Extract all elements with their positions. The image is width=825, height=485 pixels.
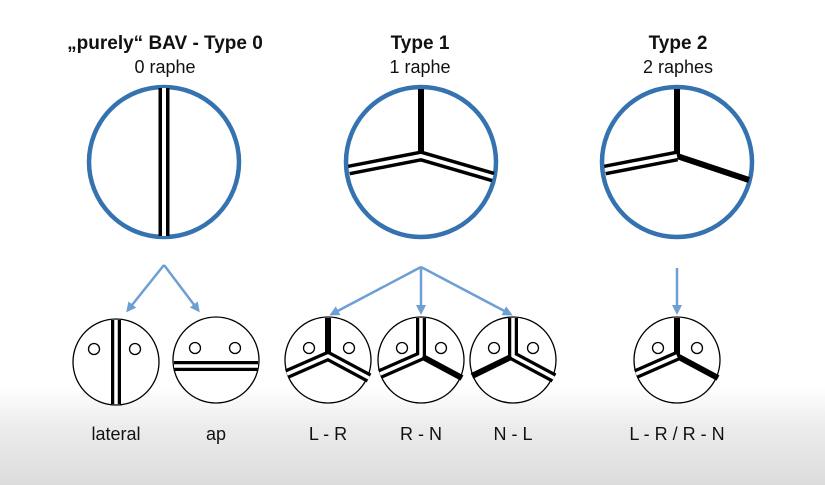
label-r-n: R - N xyxy=(400,424,442,444)
arrow-to-ap xyxy=(163,264,200,313)
raphe-line xyxy=(419,353,464,381)
type0-subtitle: 0 raphe xyxy=(134,57,196,77)
label-n-l: N - L xyxy=(493,424,533,444)
raphe-line xyxy=(676,153,750,183)
coronary-ostium xyxy=(690,341,704,355)
coronary-ostium xyxy=(128,342,142,356)
type0-valve xyxy=(86,84,242,240)
valve-l-r-r-n xyxy=(633,316,721,404)
valve-r-n xyxy=(377,316,465,404)
valve-ap xyxy=(172,316,260,404)
type0-title: „purely“ BAV - Type 0 xyxy=(67,33,263,54)
type0-arrows xyxy=(126,264,200,313)
type1-valve xyxy=(343,84,499,240)
label-lateral: lateral xyxy=(91,424,141,444)
type2-heading: Type 2 2 raphes xyxy=(588,33,768,79)
coronary-ostium xyxy=(302,341,316,355)
coronary-ostium xyxy=(434,341,448,355)
label-l-r-r-n: L - R / R - N xyxy=(629,424,725,444)
coronary-ostium xyxy=(526,341,540,355)
coronary-ostium xyxy=(395,341,409,355)
arrow-to-nl xyxy=(420,265,513,316)
label-l-r: L - R xyxy=(308,424,348,444)
coronary-ostium xyxy=(651,341,665,355)
type2-subtitle: 2 raphes xyxy=(642,57,714,77)
coronary-ostium xyxy=(188,341,202,355)
coronary-ostium xyxy=(342,341,356,355)
raphe-line xyxy=(470,353,515,379)
valve-lateral xyxy=(72,318,160,406)
type2-title: Type 2 xyxy=(648,33,708,54)
type0-heading: „purely“ BAV - Type 0 0 raphe xyxy=(40,33,290,79)
valve-l-r xyxy=(284,316,372,404)
coronary-ostium xyxy=(228,341,242,355)
coronary-ostium xyxy=(487,341,501,355)
type1-arrows xyxy=(329,265,513,316)
type1-title: Type 1 xyxy=(390,33,450,54)
valve-n-l xyxy=(469,316,557,404)
type1-heading: Type 1 1 raphe xyxy=(330,33,510,79)
arrow-to-lr xyxy=(329,265,422,316)
type1-subtitle: 1 raphe xyxy=(389,57,451,77)
raphe-line xyxy=(675,353,720,381)
coronary-ostium xyxy=(87,342,101,356)
type2-valve xyxy=(599,84,755,240)
label-ap: ap xyxy=(205,424,227,444)
arrow-to-lateral xyxy=(126,264,165,313)
